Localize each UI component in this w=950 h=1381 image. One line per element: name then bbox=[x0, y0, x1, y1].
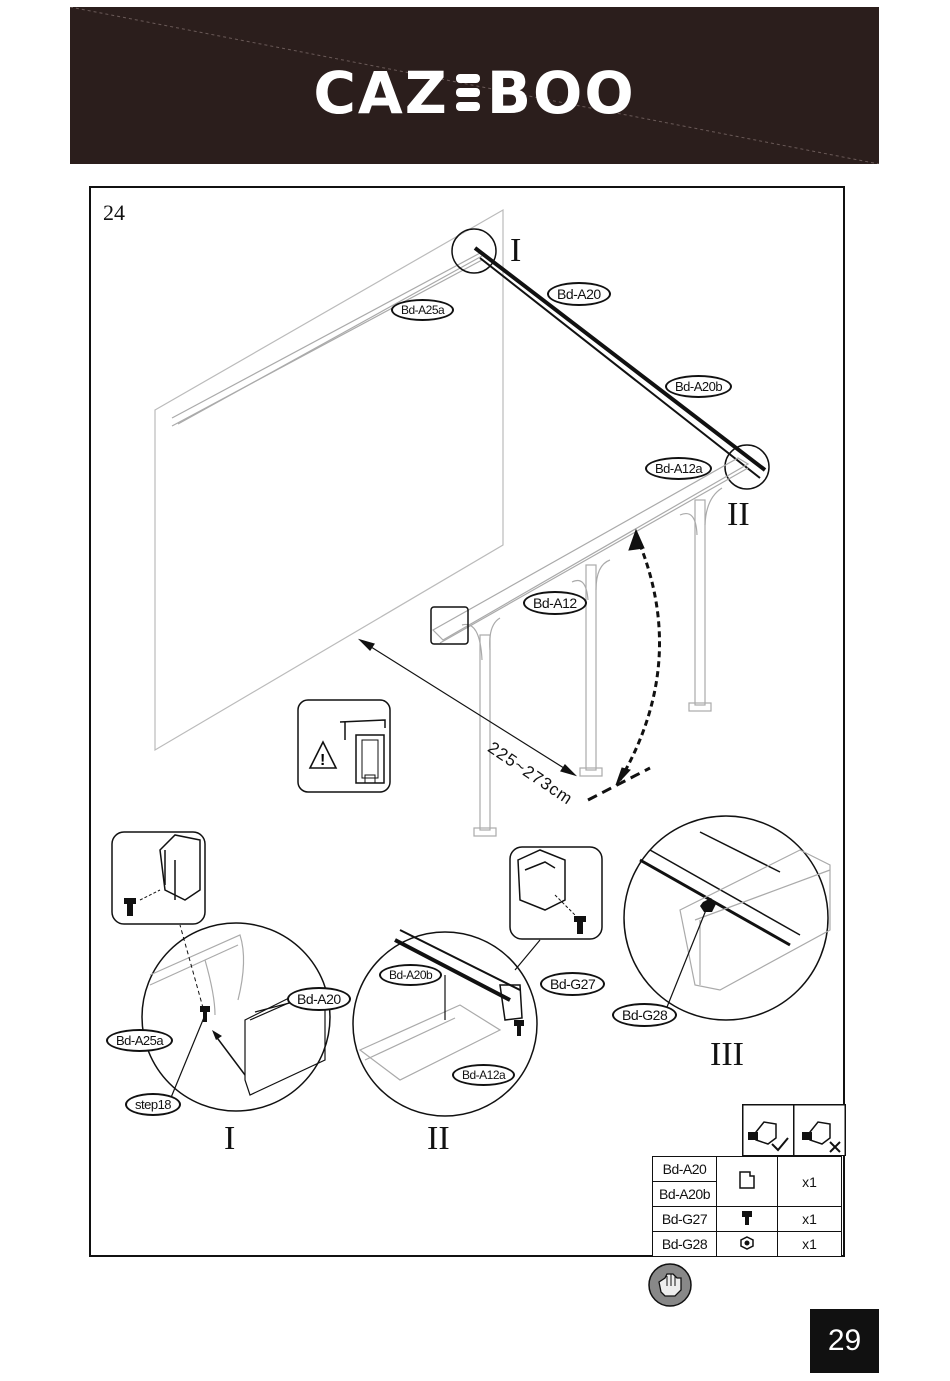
label-a20-top: Bd-A20 bbox=[547, 282, 611, 306]
detail-I bbox=[142, 923, 330, 1111]
wall-profile bbox=[172, 252, 482, 426]
nut-icon bbox=[717, 1232, 778, 1257]
parts-code: Bd-A20 bbox=[653, 1157, 716, 1182]
label-a25a-top: Bd-A25a bbox=[391, 299, 454, 321]
parts-code: Bd-G28 bbox=[653, 1232, 717, 1257]
rafter-profile bbox=[475, 248, 765, 478]
label-g28-detail: Bd-G28 bbox=[612, 1003, 677, 1027]
label-a20b-detail: Bd-A20b bbox=[379, 964, 442, 986]
detail-II bbox=[353, 930, 540, 1116]
parts-qty: x1 bbox=[778, 1157, 842, 1207]
warning-box: ! bbox=[298, 700, 390, 792]
profile-icon bbox=[717, 1157, 778, 1207]
detail-II-inset bbox=[510, 847, 602, 939]
parts-row-g27: Bd-G27 x1 bbox=[653, 1207, 842, 1232]
label-a20-detail: Bd-A20 bbox=[287, 987, 351, 1011]
hand-tighten-icon bbox=[647, 1262, 693, 1308]
parts-qty: x1 bbox=[778, 1232, 842, 1257]
dimension-line bbox=[360, 640, 575, 775]
callout-detail-III: III bbox=[710, 1036, 744, 1074]
label-a12a-detail: Bd-A12a bbox=[452, 1064, 515, 1086]
label-a12-top: Bd-A12 bbox=[523, 591, 587, 615]
parts-code: Bd-G27 bbox=[653, 1207, 717, 1232]
parts-table: Bd-A20 Bd-A20b x1 Bd-G27 x1 Bd-G28 x1 bbox=[652, 1156, 842, 1257]
svg-text:!: ! bbox=[320, 752, 325, 769]
screw-icon bbox=[717, 1207, 778, 1232]
wall-panel bbox=[155, 210, 503, 750]
callout-detail-I: I bbox=[224, 1120, 235, 1158]
parts-code: Bd-A20b bbox=[653, 1182, 716, 1206]
label-a12a-top: Bd-A12a bbox=[645, 457, 712, 480]
front-beam bbox=[433, 458, 748, 643]
label-a20b-top: Bd-A20b bbox=[665, 375, 732, 398]
callout-top-II: II bbox=[727, 496, 750, 534]
parts-row-a20: Bd-A20 Bd-A20b x1 bbox=[653, 1157, 842, 1207]
parts-row-g28: Bd-G28 x1 bbox=[653, 1232, 842, 1257]
callout-detail-II: II bbox=[427, 1120, 450, 1158]
parts-code-cell: Bd-A20 Bd-A20b bbox=[653, 1157, 717, 1207]
callout-top-I: I bbox=[510, 232, 521, 270]
detail-I-inset bbox=[112, 832, 205, 924]
label-a25a-detail: Bd-A25a bbox=[106, 1029, 173, 1052]
tool-icons bbox=[742, 1104, 846, 1156]
parts-qty: x1 bbox=[778, 1207, 842, 1232]
label-g27-detail: Bd-G27 bbox=[540, 972, 605, 996]
page-number: 29 bbox=[810, 1309, 879, 1373]
label-step18: step18 bbox=[125, 1093, 181, 1116]
callout-circle-I bbox=[452, 229, 496, 273]
detail-III bbox=[624, 816, 830, 1020]
